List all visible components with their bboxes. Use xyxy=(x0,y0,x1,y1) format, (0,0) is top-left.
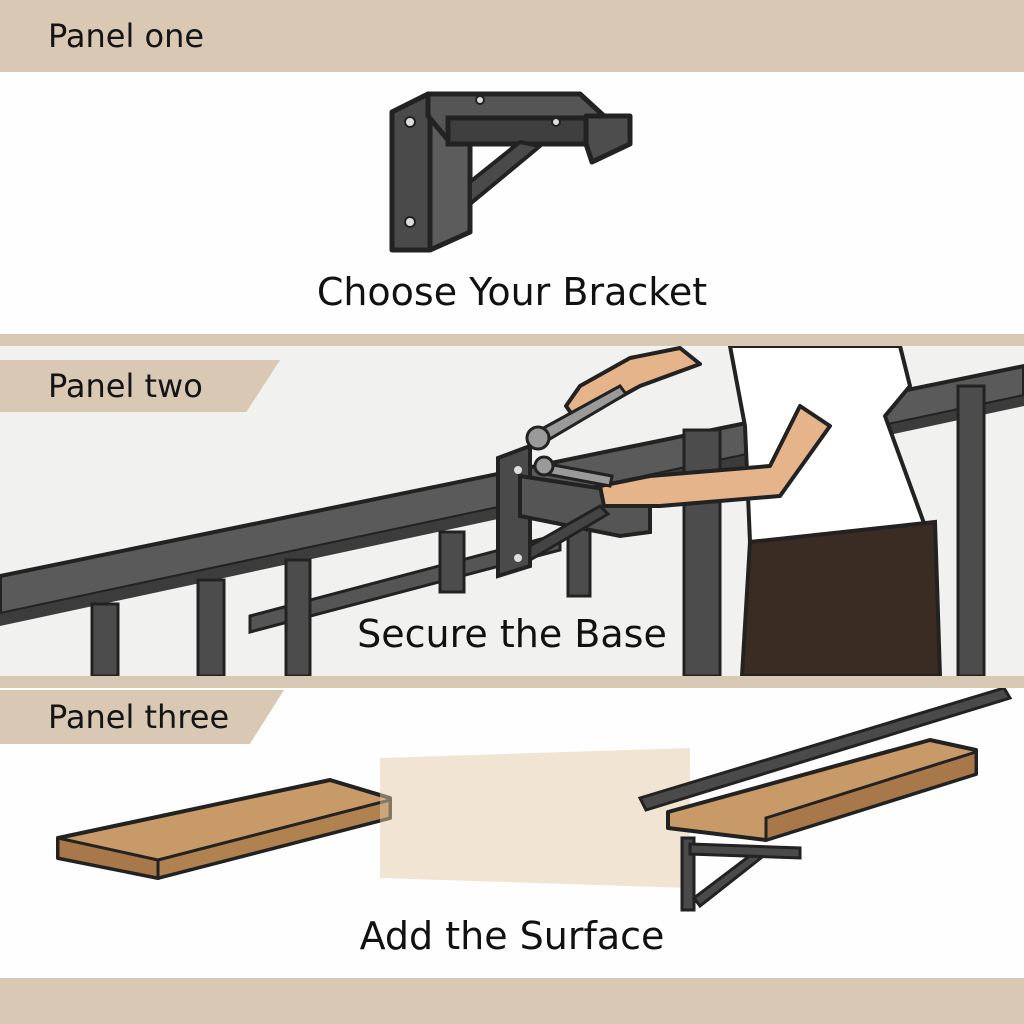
panel-three-caption: Add the Surface xyxy=(359,914,665,958)
panel-one-label: Panel one xyxy=(48,17,205,55)
panel-two: Panel two Secure the Base xyxy=(0,346,1024,676)
footer-band xyxy=(0,978,1024,1024)
panel-one: Choose Your Bracket xyxy=(0,72,1024,334)
panel-one-label-tag: Panel one xyxy=(0,0,300,72)
panel-one-caption: Choose Your Bracket xyxy=(316,270,708,314)
panel-three-divider xyxy=(0,676,1024,688)
panel-two-divider xyxy=(0,334,1024,346)
panel-two-label: Panel two xyxy=(48,367,203,405)
wood-plank-illustration xyxy=(56,688,1013,912)
wrench-icon xyxy=(525,384,629,488)
panel-two-label-tag: Panel two xyxy=(0,360,280,412)
panel-three-label: Panel three xyxy=(48,698,230,736)
panel-three: Panel three Add the Surface xyxy=(0,688,1024,978)
bracket-illustration xyxy=(389,91,633,253)
panel-three-label-tag: Panel three xyxy=(0,690,284,744)
railing-illustration xyxy=(0,346,1024,676)
person-illustration xyxy=(564,346,943,676)
panel-one-header xyxy=(0,0,1024,72)
panel-two-caption: Secure the Base xyxy=(357,612,667,656)
